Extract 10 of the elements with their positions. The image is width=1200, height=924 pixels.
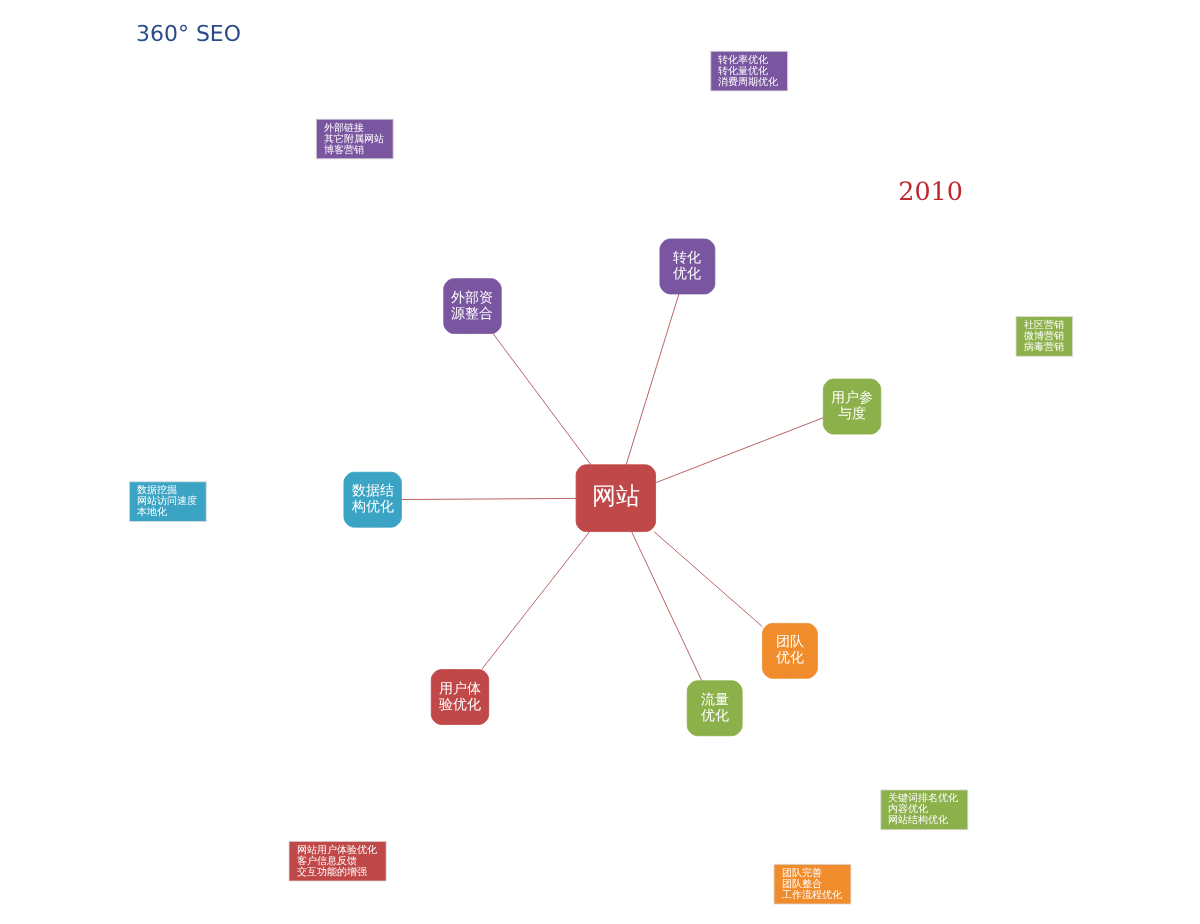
connector (624, 293, 679, 466)
diagram-title: 360° SEO (135, 20, 240, 47)
connector (491, 333, 591, 466)
connector (480, 531, 589, 670)
connector (652, 531, 762, 628)
connector (630, 531, 702, 681)
label: 2010 (897, 176, 962, 207)
connector (654, 417, 823, 484)
node-box: 网站 (574, 464, 655, 532)
connector (400, 498, 576, 500)
